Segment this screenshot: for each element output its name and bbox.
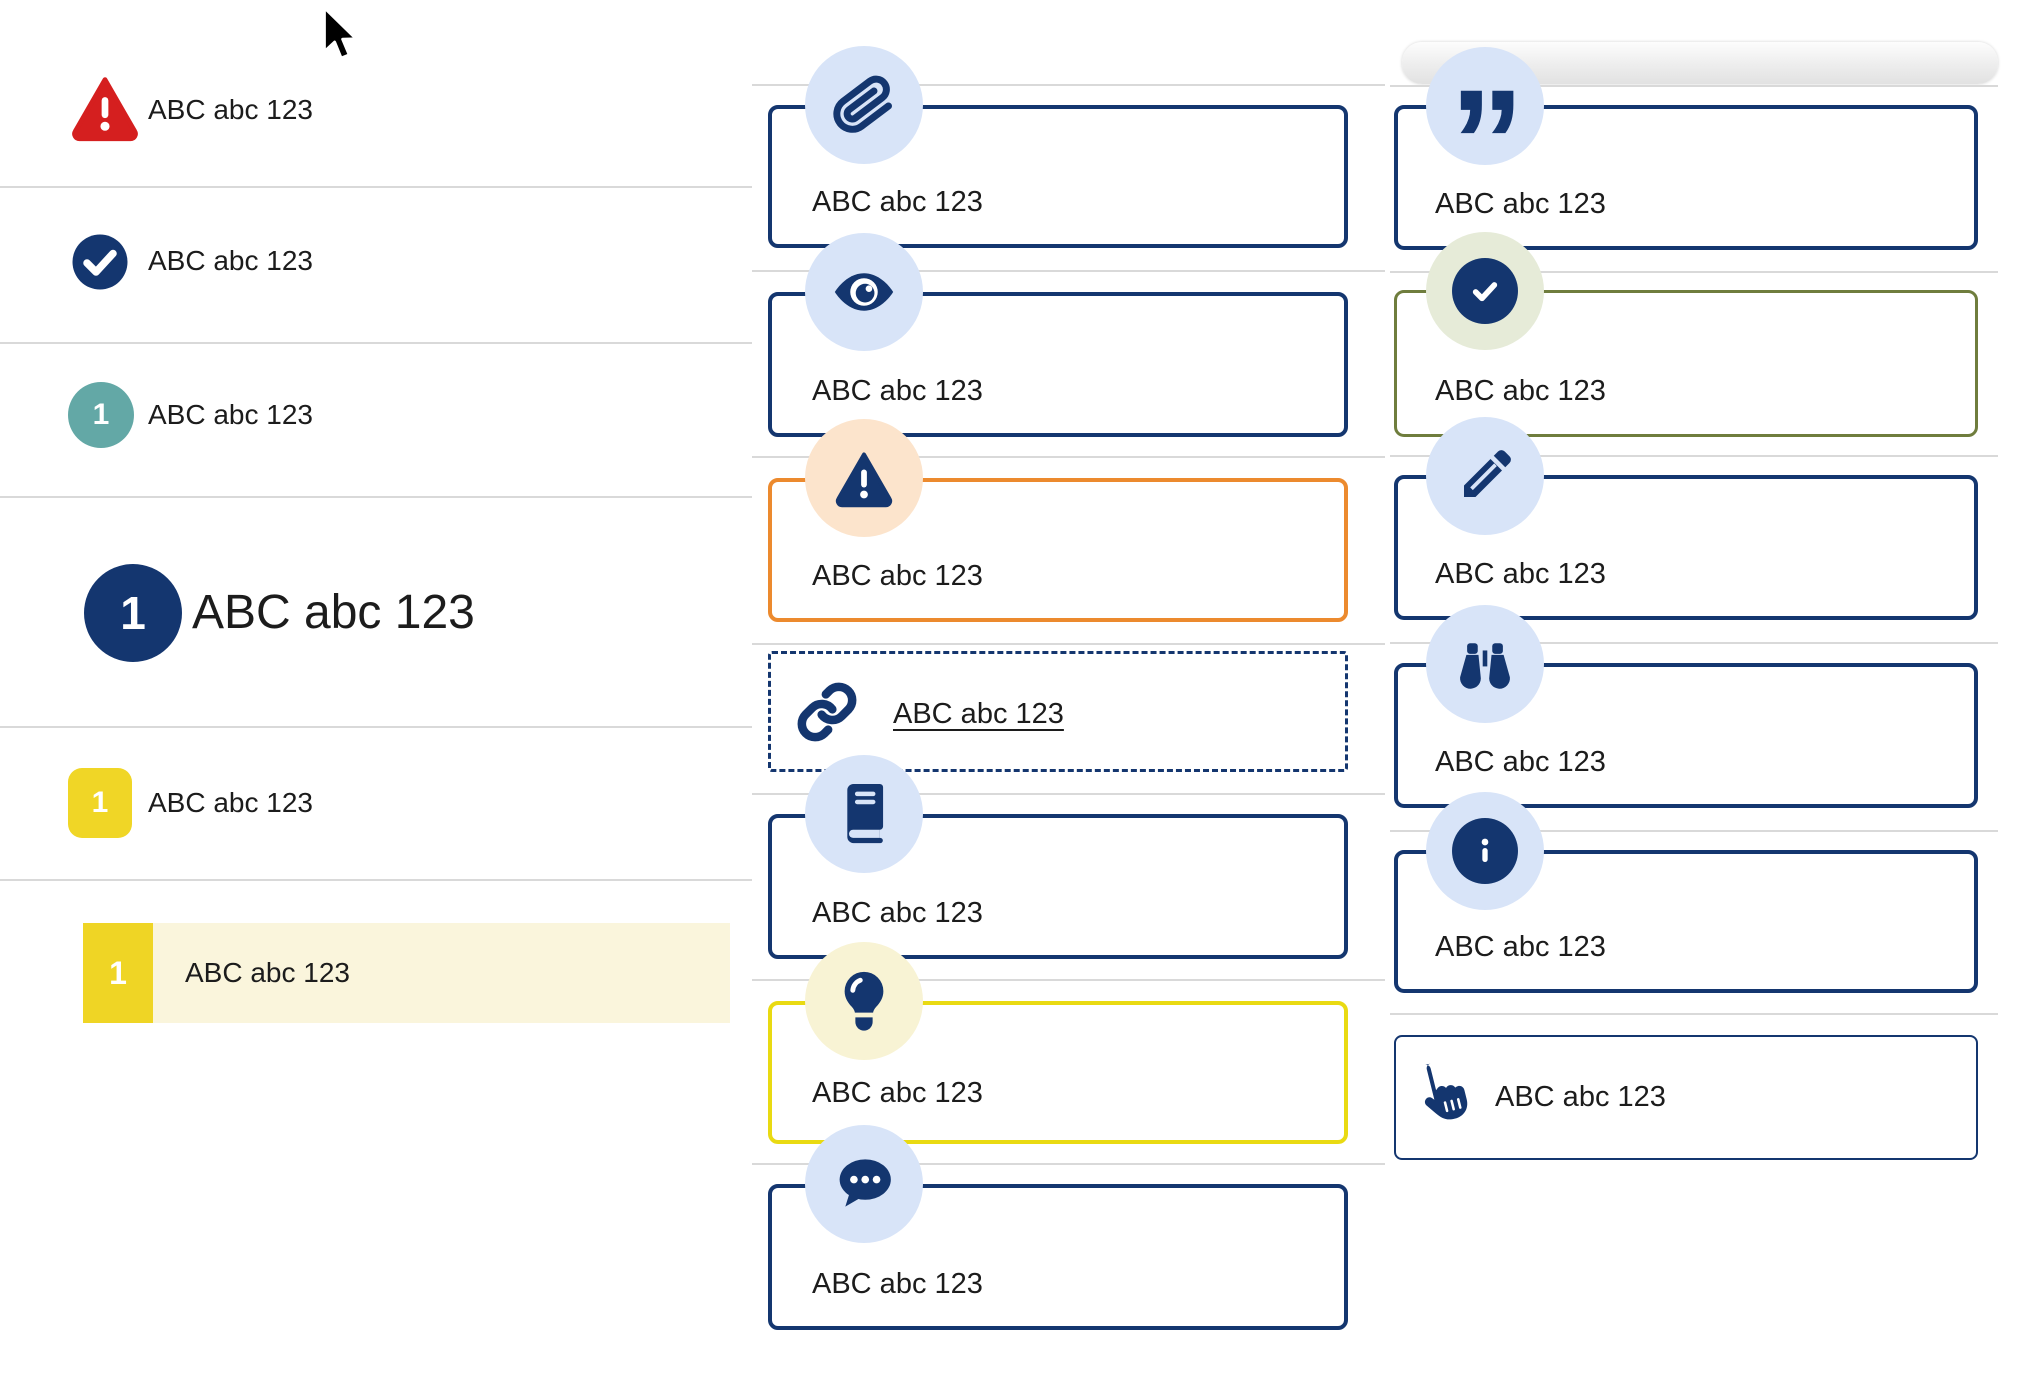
list-item-label: ABC abc 123: [148, 787, 313, 818]
callout-link[interactable]: ABC abc 123: [893, 698, 1064, 730]
callout-label: ABC abc 123: [812, 186, 983, 218]
badge-number: 1: [92, 398, 110, 431]
callout-label: ABC abc 123: [812, 1077, 983, 1109]
callout-label: ABC abc 123: [812, 897, 983, 929]
number-badge-highlight[interactable]: 1: [83, 923, 153, 1023]
divider: [1390, 642, 1998, 644]
callout-label: ABC abc 123: [1495, 1081, 1666, 1113]
divider: [752, 979, 1385, 981]
list-item-label: ABC abc 123: [192, 586, 475, 639]
list-item-label: ABC abc 123: [148, 399, 313, 430]
badge-number: 1: [91, 786, 109, 819]
divider: [1390, 85, 1998, 87]
chat-icon: [805, 1125, 923, 1243]
divider: [752, 270, 1385, 272]
badge-number: 1: [109, 954, 127, 991]
highlight-row-background: [153, 923, 730, 1023]
warning-icon: [805, 419, 923, 537]
divider: [1390, 271, 1998, 273]
quote-glyph: ”: [1449, 58, 1525, 226]
info-icon: [1426, 792, 1544, 910]
eye-icon: [805, 233, 923, 351]
alert-triangle-icon: [68, 72, 142, 142]
divider: [752, 84, 1385, 86]
callout-box-action[interactable]: [1394, 1035, 1978, 1160]
divider: [0, 879, 752, 881]
pencil-icon: [1426, 417, 1544, 535]
divider: [752, 793, 1385, 795]
divider: [752, 456, 1385, 458]
callout-label: ABC abc 123: [812, 560, 983, 592]
book-icon: [805, 755, 923, 873]
callout-box-visibility: [768, 292, 1348, 437]
divider: [752, 643, 1385, 645]
number-badge-teal: 1: [68, 382, 134, 448]
list-item-label: ABC abc 123: [148, 94, 313, 125]
divider: [1390, 830, 1998, 832]
callout-label: ABC abc 123: [1435, 188, 1606, 220]
divider: [0, 726, 752, 728]
check-circle-icon: [70, 232, 130, 292]
hand-pointer-icon: [1408, 1055, 1476, 1133]
number-badge-large: 1: [84, 564, 182, 662]
callout-label: ABC abc 123: [1435, 746, 1606, 778]
mouse-cursor: [317, 6, 361, 68]
list-item-label: ABC abc 123: [185, 957, 350, 988]
divider: [752, 1163, 1385, 1165]
divider: [1390, 1013, 1998, 1015]
callout-box-link: [768, 651, 1348, 772]
callout-label: ABC abc 123: [812, 1268, 983, 1300]
lightbulb-icon: [805, 942, 923, 1060]
divider: [0, 496, 752, 498]
divider: [0, 186, 752, 188]
badge-number: 1: [120, 587, 146, 639]
quote-icon: ”: [1426, 47, 1544, 217]
list-item-label: ABC abc 123: [148, 245, 313, 276]
check-circle-icon: [1426, 232, 1544, 350]
divider: [1390, 455, 1998, 457]
callout-label: ABC abc 123: [812, 375, 983, 407]
callout-label: ABC abc 123: [1435, 558, 1606, 590]
binoculars-icon: [1426, 605, 1544, 723]
link-icon: [795, 678, 859, 746]
callout-label: ABC abc 123: [1435, 931, 1606, 963]
callout-label: ABC abc 123: [1435, 375, 1606, 407]
divider: [0, 342, 752, 344]
number-badge-yellow: 1: [68, 768, 132, 838]
paperclip-icon: [805, 46, 923, 164]
